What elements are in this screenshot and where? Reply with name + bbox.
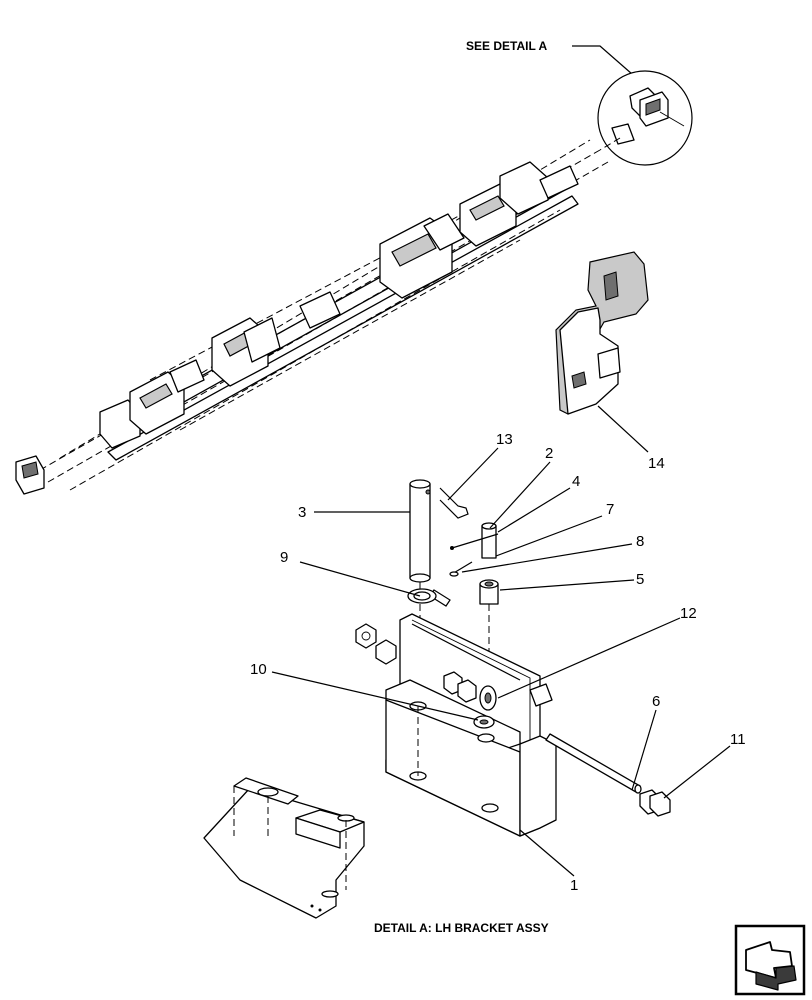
callout-9: 9 (280, 549, 288, 566)
callout-8: 8 (636, 533, 644, 550)
cotter-pin-part-7 (449, 561, 473, 577)
callout-1: 1 (570, 877, 578, 894)
counterweight-part-14 (555, 251, 649, 415)
next-page-arrow-icon[interactable] (734, 924, 806, 996)
callout-3: 3 (298, 504, 306, 521)
detail-a-circle (597, 70, 693, 166)
washer-part-9 (407, 588, 437, 604)
hex-nut-upper (355, 623, 377, 649)
washer-part-10 (473, 715, 495, 729)
hex-nut-middle (375, 639, 397, 665)
clip-part-13 (439, 487, 469, 519)
bracket-part-1 (385, 613, 557, 837)
callout-4: 4 (572, 473, 580, 490)
small-pin-part-2 (450, 522, 499, 559)
callout-6: 6 (652, 693, 660, 710)
leader-lines (271, 405, 731, 877)
callout-11: 11 (730, 731, 746, 748)
callout-2: 2 (545, 445, 553, 462)
nut-part-11 (639, 789, 671, 817)
hex-nut-cluster (443, 671, 477, 703)
callout-14: 14 (648, 455, 665, 472)
rod-part-6 (545, 733, 642, 794)
callout-5: 5 (636, 571, 644, 588)
boom-assembly (15, 139, 609, 495)
callout-13: 13 (496, 431, 513, 448)
see-detail-leader (572, 45, 633, 75)
callout-10: 10 (250, 661, 267, 678)
see-detail-label: SEE DETAIL A (466, 39, 547, 53)
callout-7: 7 (606, 501, 614, 518)
mounting-plate (203, 777, 365, 919)
washer-part-12 (479, 685, 497, 711)
callout-12: 12 (680, 605, 697, 622)
detail-caption: DETAIL A: LH BRACKET ASSY (374, 921, 549, 935)
